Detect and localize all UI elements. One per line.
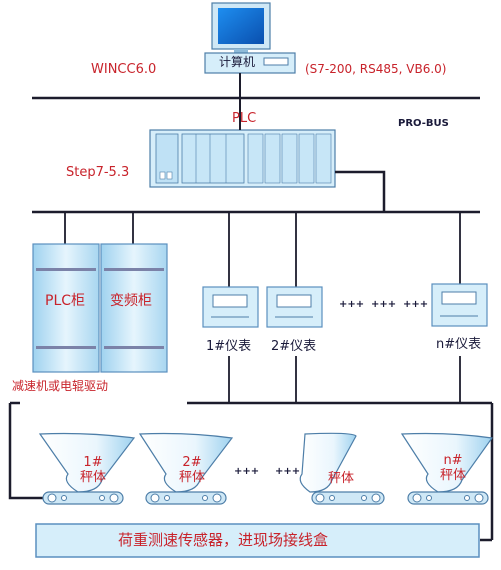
- instrument-n-label: n#仪表: [436, 337, 482, 352]
- instrument-ellipsis-1: +++: [339, 299, 365, 310]
- plc-label: PLC: [232, 111, 257, 126]
- scale-3-icon: [299, 432, 385, 505]
- scale-2-icon: [138, 432, 234, 505]
- instrument-1-icon: [202, 286, 259, 328]
- scale-1-icon: [38, 432, 136, 505]
- scale-1-label: 1# 秤体: [80, 455, 107, 485]
- plc-cabinet-icon: [32, 243, 100, 373]
- scale-3-label: 秤体: [328, 471, 355, 486]
- wincc-label: WINCC6.0: [91, 62, 157, 77]
- instrument-ellipsis-3: +++: [403, 299, 429, 310]
- instrument-2-label: 2#仪表: [271, 339, 317, 354]
- vfd-cabinet-label: 变频柜: [110, 293, 152, 309]
- scale-ellipsis-2: +++: [275, 466, 301, 477]
- instrument-ellipsis-2: +++: [371, 299, 397, 310]
- computer-icon: [204, 2, 296, 74]
- instrument-2-icon: [266, 286, 323, 328]
- step7-label: Step7-5.3: [66, 165, 130, 180]
- scale-ellipsis-1: +++: [234, 466, 260, 477]
- instrument-1-label: 1#仪表: [206, 339, 252, 354]
- junction-box-label: 荷重测速传感器，进现场接线盒: [118, 531, 329, 549]
- instrument-n-icon: [431, 283, 488, 327]
- software-list-label: (S7-200, RS485, VB6.0): [305, 62, 447, 76]
- scale-2-label: 2# 秤体: [179, 455, 206, 485]
- computer-label: 计算机: [219, 55, 256, 69]
- scale-n-label: n# 秤体: [440, 453, 467, 483]
- probus-line: [335, 170, 386, 212]
- drive-label: 减速机或电辊驱动: [12, 379, 109, 393]
- junction-box: [35, 523, 480, 558]
- vfd-cabinet-icon: [100, 243, 168, 373]
- plc-cabinet-label: PLC柜: [45, 293, 86, 309]
- scale-n-icon: [400, 432, 494, 505]
- drive-loop-line: [8, 403, 44, 500]
- probus-label: PRO-BUS: [398, 118, 449, 129]
- plc-rack-icon: [149, 129, 336, 188]
